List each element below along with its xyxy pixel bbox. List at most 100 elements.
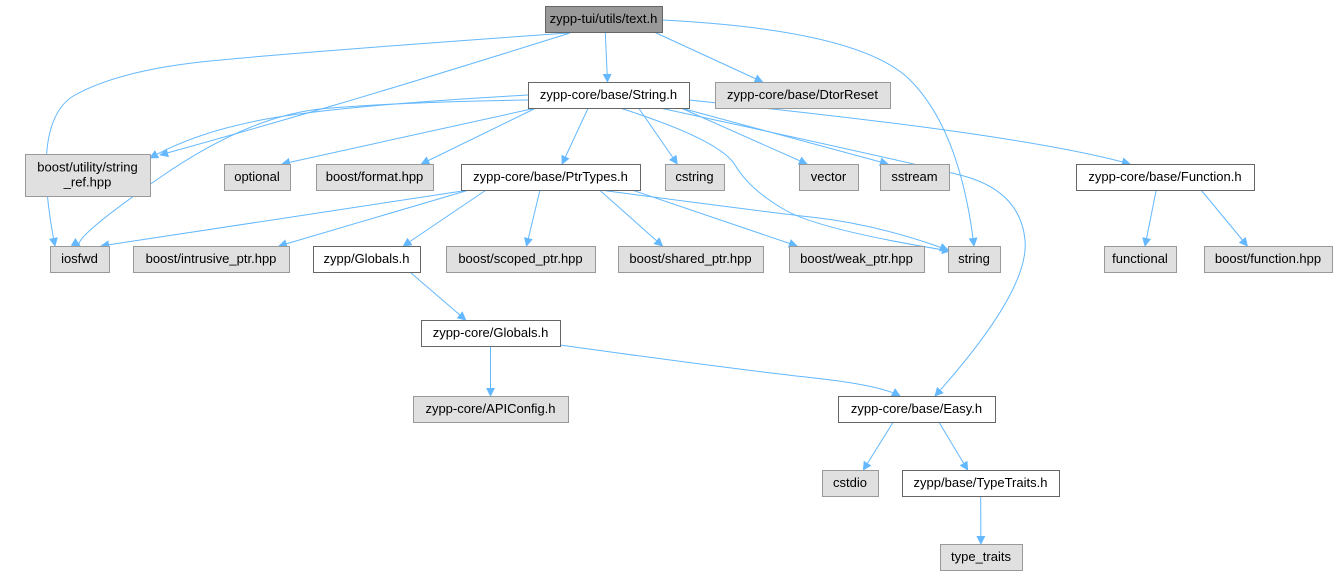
node-box [665,164,725,191]
edge-function_h-to-functional [1142,189,1157,247]
edge-line [281,107,537,167]
node-label: optional [234,169,280,184]
edge-function_h-to-boost_function [1200,189,1248,247]
node-box[interactable] [421,320,561,347]
node-box [618,246,764,273]
node-label: zypp/Globals.h [324,251,410,266]
node-intrusive-ptr: boost/intrusive_ptr.hpp [133,246,290,273]
edge-line [938,421,969,471]
node-label: zypp-tui/utils/text.h [550,11,658,26]
node-label: string [958,251,990,266]
node-box [413,396,569,423]
edge-string_h-to-cstring [638,107,678,165]
node-box[interactable] [313,246,421,273]
edge-line [619,107,951,255]
node-box [822,470,879,497]
node-cstring: cstring [665,164,725,191]
edge-line [659,107,1026,397]
node-optional: optional [224,164,291,191]
edge-line [688,99,1131,167]
edge-line [599,189,664,247]
node-dtorreset: zypp-core/base/DtorReset [715,82,891,109]
node-boost-function: boost/function.hpp [1204,246,1333,273]
node-label: type_traits [951,549,1011,564]
edge-ptrtypes_h-to-intrusive_ptr [278,189,470,249]
node-easy-h[interactable]: zypp-core/base/Easy.h [838,396,996,423]
edge-line [278,189,470,249]
node-box [446,246,596,273]
edge-string_h-to-optional [281,107,537,167]
edge-ptrtypes_h-to-weak_ptr [631,189,798,248]
node-box [1104,246,1177,273]
edge-line [1200,189,1248,247]
edge-line [420,107,537,165]
node-label: cstdio [833,475,867,490]
node-typetraits-h[interactable]: zypp/base/TypeTraits.h [902,470,1060,497]
edge-line [1142,189,1157,247]
edge-text_h-to-string [661,19,978,247]
node-core-globals[interactable]: zypp-core/Globals.h [421,320,561,347]
node-boost-format: boost/format.hpp [316,164,434,191]
edge-line [653,31,764,83]
edge-string_h-to-boost_format [420,107,537,165]
node-box [789,246,925,273]
edge-line [45,32,569,247]
node-label: iosfwd [61,251,98,266]
edges-layer [45,19,1248,545]
node-string-ref: boost/utility/string_ref.hpp [25,154,151,197]
edge-ptrtypes_h-to-string [599,189,949,252]
node-label: zypp-core/base/Function.h [1088,169,1241,184]
edge-text_h-to-dtorreset [653,31,764,83]
node-box [799,164,859,191]
node-zypp-globals[interactable]: zypp/Globals.h [313,246,421,273]
edge-string_h-to-ptrtypes_h [561,107,589,165]
node-string-h[interactable]: zypp-core/base/String.h [528,82,690,109]
edge-line [661,19,978,247]
node-label: zypp-core/base/PtrTypes.h [473,169,628,184]
node-label: boost/format.hpp [326,169,424,184]
node-box[interactable] [902,470,1060,497]
node-sstream: sstream [880,164,950,191]
node-box [133,246,290,273]
node-box [880,164,950,191]
node-label: zypp/base/TypeTraits.h [914,475,1048,490]
edge-line [599,189,949,252]
node-box[interactable] [461,164,641,191]
edge-string_h-to-easy_h [659,107,1026,397]
edge-line [680,107,889,167]
node-ptrtypes-h[interactable]: zypp-core/base/PtrTypes.h [461,164,641,191]
edge-text_h-to-string_h [602,31,612,83]
node-label: boost/scoped_ptr.hpp [458,251,582,266]
edge-string_h-to-function_h [688,99,1131,167]
node-scoped-ptr: boost/scoped_ptr.hpp [446,246,596,273]
edge-line [638,107,678,165]
edge-line [602,31,612,83]
node-box[interactable] [838,396,996,423]
node-box [940,544,1023,571]
node-function-h[interactable]: zypp-core/base/Function.h [1076,164,1255,191]
node-cstdio: cstdio [822,470,879,497]
node-box [948,246,1001,273]
node-box[interactable] [528,82,690,109]
node-label: functional [1112,251,1168,266]
edge-easy_h-to-typetraits_h [938,421,969,471]
node-box [50,246,110,273]
node-box [545,6,663,33]
edge-line [559,344,901,397]
node-box[interactable] [1076,164,1255,191]
edge-line [409,271,467,321]
edge-text_h-to-iosfwd [45,32,569,247]
node-vector: vector [799,164,859,191]
edge-zypp_globals-to-core_globals [409,271,467,321]
edge-line [159,32,571,158]
node-label: zypp-core/APIConfig.h [425,401,555,416]
node-iosfwd: iosfwd [50,246,110,273]
edge-line [100,189,470,250]
node-label: boost/utility/string [37,160,137,175]
edge-easy_h-to-cstdio [862,421,894,471]
node-label: boost/intrusive_ptr.hpp [146,251,277,266]
node-weak-ptr: boost/weak_ptr.hpp [789,246,925,273]
edge-ptrtypes_h-to-scoped_ptr [524,189,541,247]
node-label: zypp-core/Globals.h [433,325,549,340]
